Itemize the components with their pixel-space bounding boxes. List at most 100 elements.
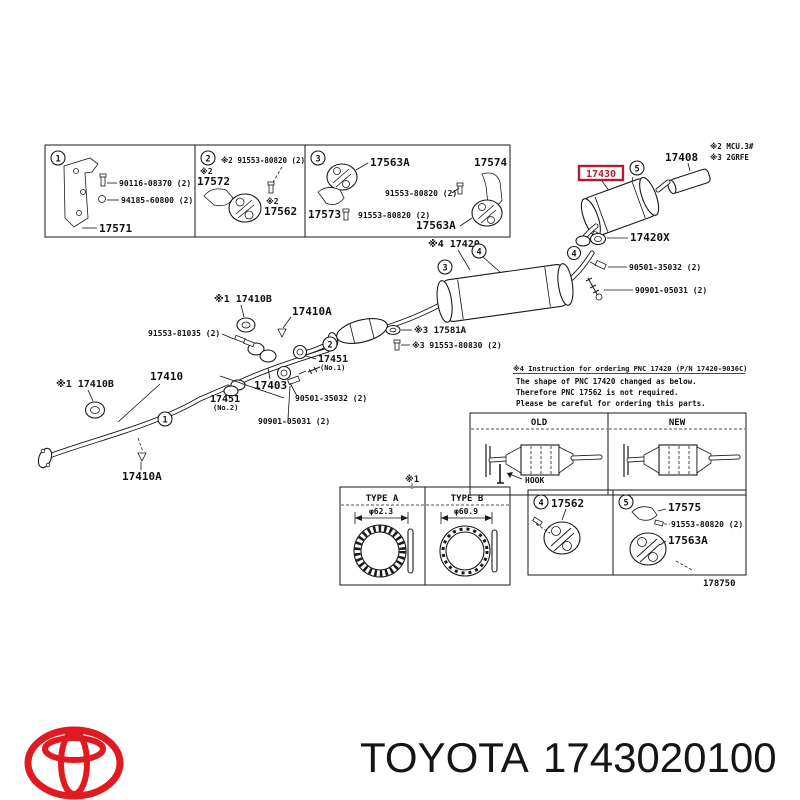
model-note-2: ※2 MCU.3#: [710, 142, 754, 151]
type-b-gasket-ring: [439, 525, 491, 577]
part-label: 17563A: [668, 534, 708, 547]
part-label: 17562: [551, 497, 584, 510]
highlighted-part-box[interactable]: [577, 164, 625, 182]
part-label: 17562: [264, 205, 297, 218]
bolt-icon: [654, 519, 664, 527]
toyota-logo: [24, 726, 124, 800]
bolt-icon: [267, 181, 275, 194]
svg-text:φ60.9: φ60.9: [454, 507, 478, 516]
part-label: 91553-81035 (2): [148, 329, 220, 338]
front-pipe-assembly: ※1 17410B 17410A 91553-81035 (2) 2 17451…: [37, 293, 502, 483]
flange-drawing: [259, 349, 277, 363]
part-label: ※1 17410B: [56, 378, 114, 390]
callout-1-label: 1: [162, 416, 167, 426]
part-label: 94185-60800 (2): [121, 196, 193, 205]
detail-box-3-content: 3 17563A 17574 91553-80820 (2) 17573 915…: [308, 150, 507, 232]
highlighted-part-label[interactable]: 17430: [586, 169, 616, 180]
instruction-line: Please be careful for ordering this part…: [516, 399, 706, 408]
stud-icon: [137, 452, 147, 462]
rubber-mount-drawing: [543, 521, 581, 555]
type-b-gasket-side: [491, 529, 498, 573]
hanger-detail-boxes: 4 17562 5 17575 91553-80820 (2) 17563A: [527, 489, 747, 576]
bolt-icon: [393, 339, 401, 351]
model-note-3: ※3 2GRFE: [710, 153, 749, 162]
note-label: ※1: [405, 474, 419, 485]
type-b-header: TYPE B: [451, 494, 484, 504]
stud-icon: [532, 516, 543, 526]
callout-3-label: 3: [442, 264, 447, 274]
instruction-title: ※4 Instruction for ordering PNC 17420 (P…: [513, 364, 747, 373]
gasket-ring-drawing: [276, 365, 292, 381]
part-label: 17571: [99, 222, 132, 235]
svg-text:φ62.3: φ62.3: [369, 507, 393, 516]
detail-box-5: [612, 489, 747, 576]
hook-bracket-drawing: [317, 187, 345, 206]
grommet-drawing: [236, 317, 256, 333]
gasket-type-table: ※1 TYPE A TYPE B φ62.3 φ60.9: [339, 474, 511, 586]
callout-circle-4: [471, 243, 487, 259]
rear-muffler-assembly: ※2 MCU.3# ※3 2GRFE 17408 5 17430: [566, 142, 754, 301]
stud-rod: [675, 560, 693, 571]
part-label: 90501-35032 (2): [295, 394, 367, 403]
nut-icon: [98, 195, 106, 203]
part-label: 17410A: [292, 305, 332, 318]
front-flange: [37, 447, 53, 469]
part-label: ※2 91553-80820 (2): [221, 156, 305, 165]
callout-3-label: 3: [315, 155, 320, 165]
flange-bolt-icon: [287, 366, 321, 386]
detail-box-1-content: 1 90116-08370 (2) 94185-60800 (2) 17571: [50, 150, 193, 235]
part-label: 90116-08370 (2): [119, 179, 191, 188]
callout-circle-3: [310, 150, 326, 166]
type-b-dimension: φ60.9: [440, 507, 493, 524]
instruction-line: The shape of PNC 17420 changed as below.: [516, 377, 697, 386]
gasket-ring-drawing: [292, 344, 308, 360]
part-label: 17574: [474, 156, 507, 169]
stud-rod: [535, 523, 551, 534]
part-label: 17408: [665, 151, 698, 164]
detail-box-3: [304, 144, 511, 238]
part-label: 17451: [318, 354, 348, 365]
callout-2-label: 2: [205, 155, 210, 165]
callout-circle-3b: [437, 259, 453, 275]
part-label: 17451: [210, 394, 240, 405]
callout-circle-2b: [322, 336, 338, 352]
bolt-icon: [99, 173, 107, 187]
spring-bolt-icon: [585, 277, 603, 301]
callout-4-label: 4: [571, 250, 576, 260]
detail-box-2-content: 2 ※2 91553-80820 (2) ※2 17572 ※2 17562: [197, 150, 305, 223]
callout-circle-5b: [618, 494, 634, 510]
note-label: ※2: [266, 196, 279, 206]
part-label: 90501-35032 (2): [629, 263, 701, 272]
old-header: OLD: [531, 418, 548, 428]
callout-circle-2: [200, 150, 216, 166]
hook-arrow: [507, 472, 513, 478]
part-label: ※4 17420: [428, 238, 480, 250]
bolt-icon: [342, 208, 350, 221]
type-a-gasket-ring: [353, 524, 407, 578]
part-label: 90901-05031 (2): [635, 286, 707, 295]
callout-4-label: 4: [538, 499, 543, 509]
callout-circle-4b: [566, 245, 582, 261]
new-converter-drawing: [623, 444, 741, 477]
bolt-icon: [234, 334, 255, 348]
rubber-mount-drawing: [629, 532, 667, 566]
part-label: 91553-80820 (2): [358, 211, 430, 220]
rubber-mount-drawing: [228, 193, 262, 223]
callout-circle-1b: [157, 411, 173, 427]
part-suffix: (No.2): [213, 404, 238, 412]
grommet-drawing: [84, 401, 106, 419]
instruction-line: Therefore PNC 17562 is not required.: [516, 388, 679, 397]
bolt-icon: [456, 182, 464, 195]
hook-drawing: [497, 464, 504, 484]
part-label: 17410: [150, 370, 183, 383]
callout-5-label: 5: [623, 499, 628, 509]
part-label: 17410A: [122, 470, 162, 483]
part-label: 17403: [254, 379, 287, 392]
part-number-text: 1743020100: [543, 734, 777, 781]
stud-icon: [277, 328, 287, 338]
part-label: 17420X: [630, 231, 670, 244]
flange-drawing: [575, 235, 591, 247]
part-label: 90901-05031 (2): [258, 417, 330, 426]
